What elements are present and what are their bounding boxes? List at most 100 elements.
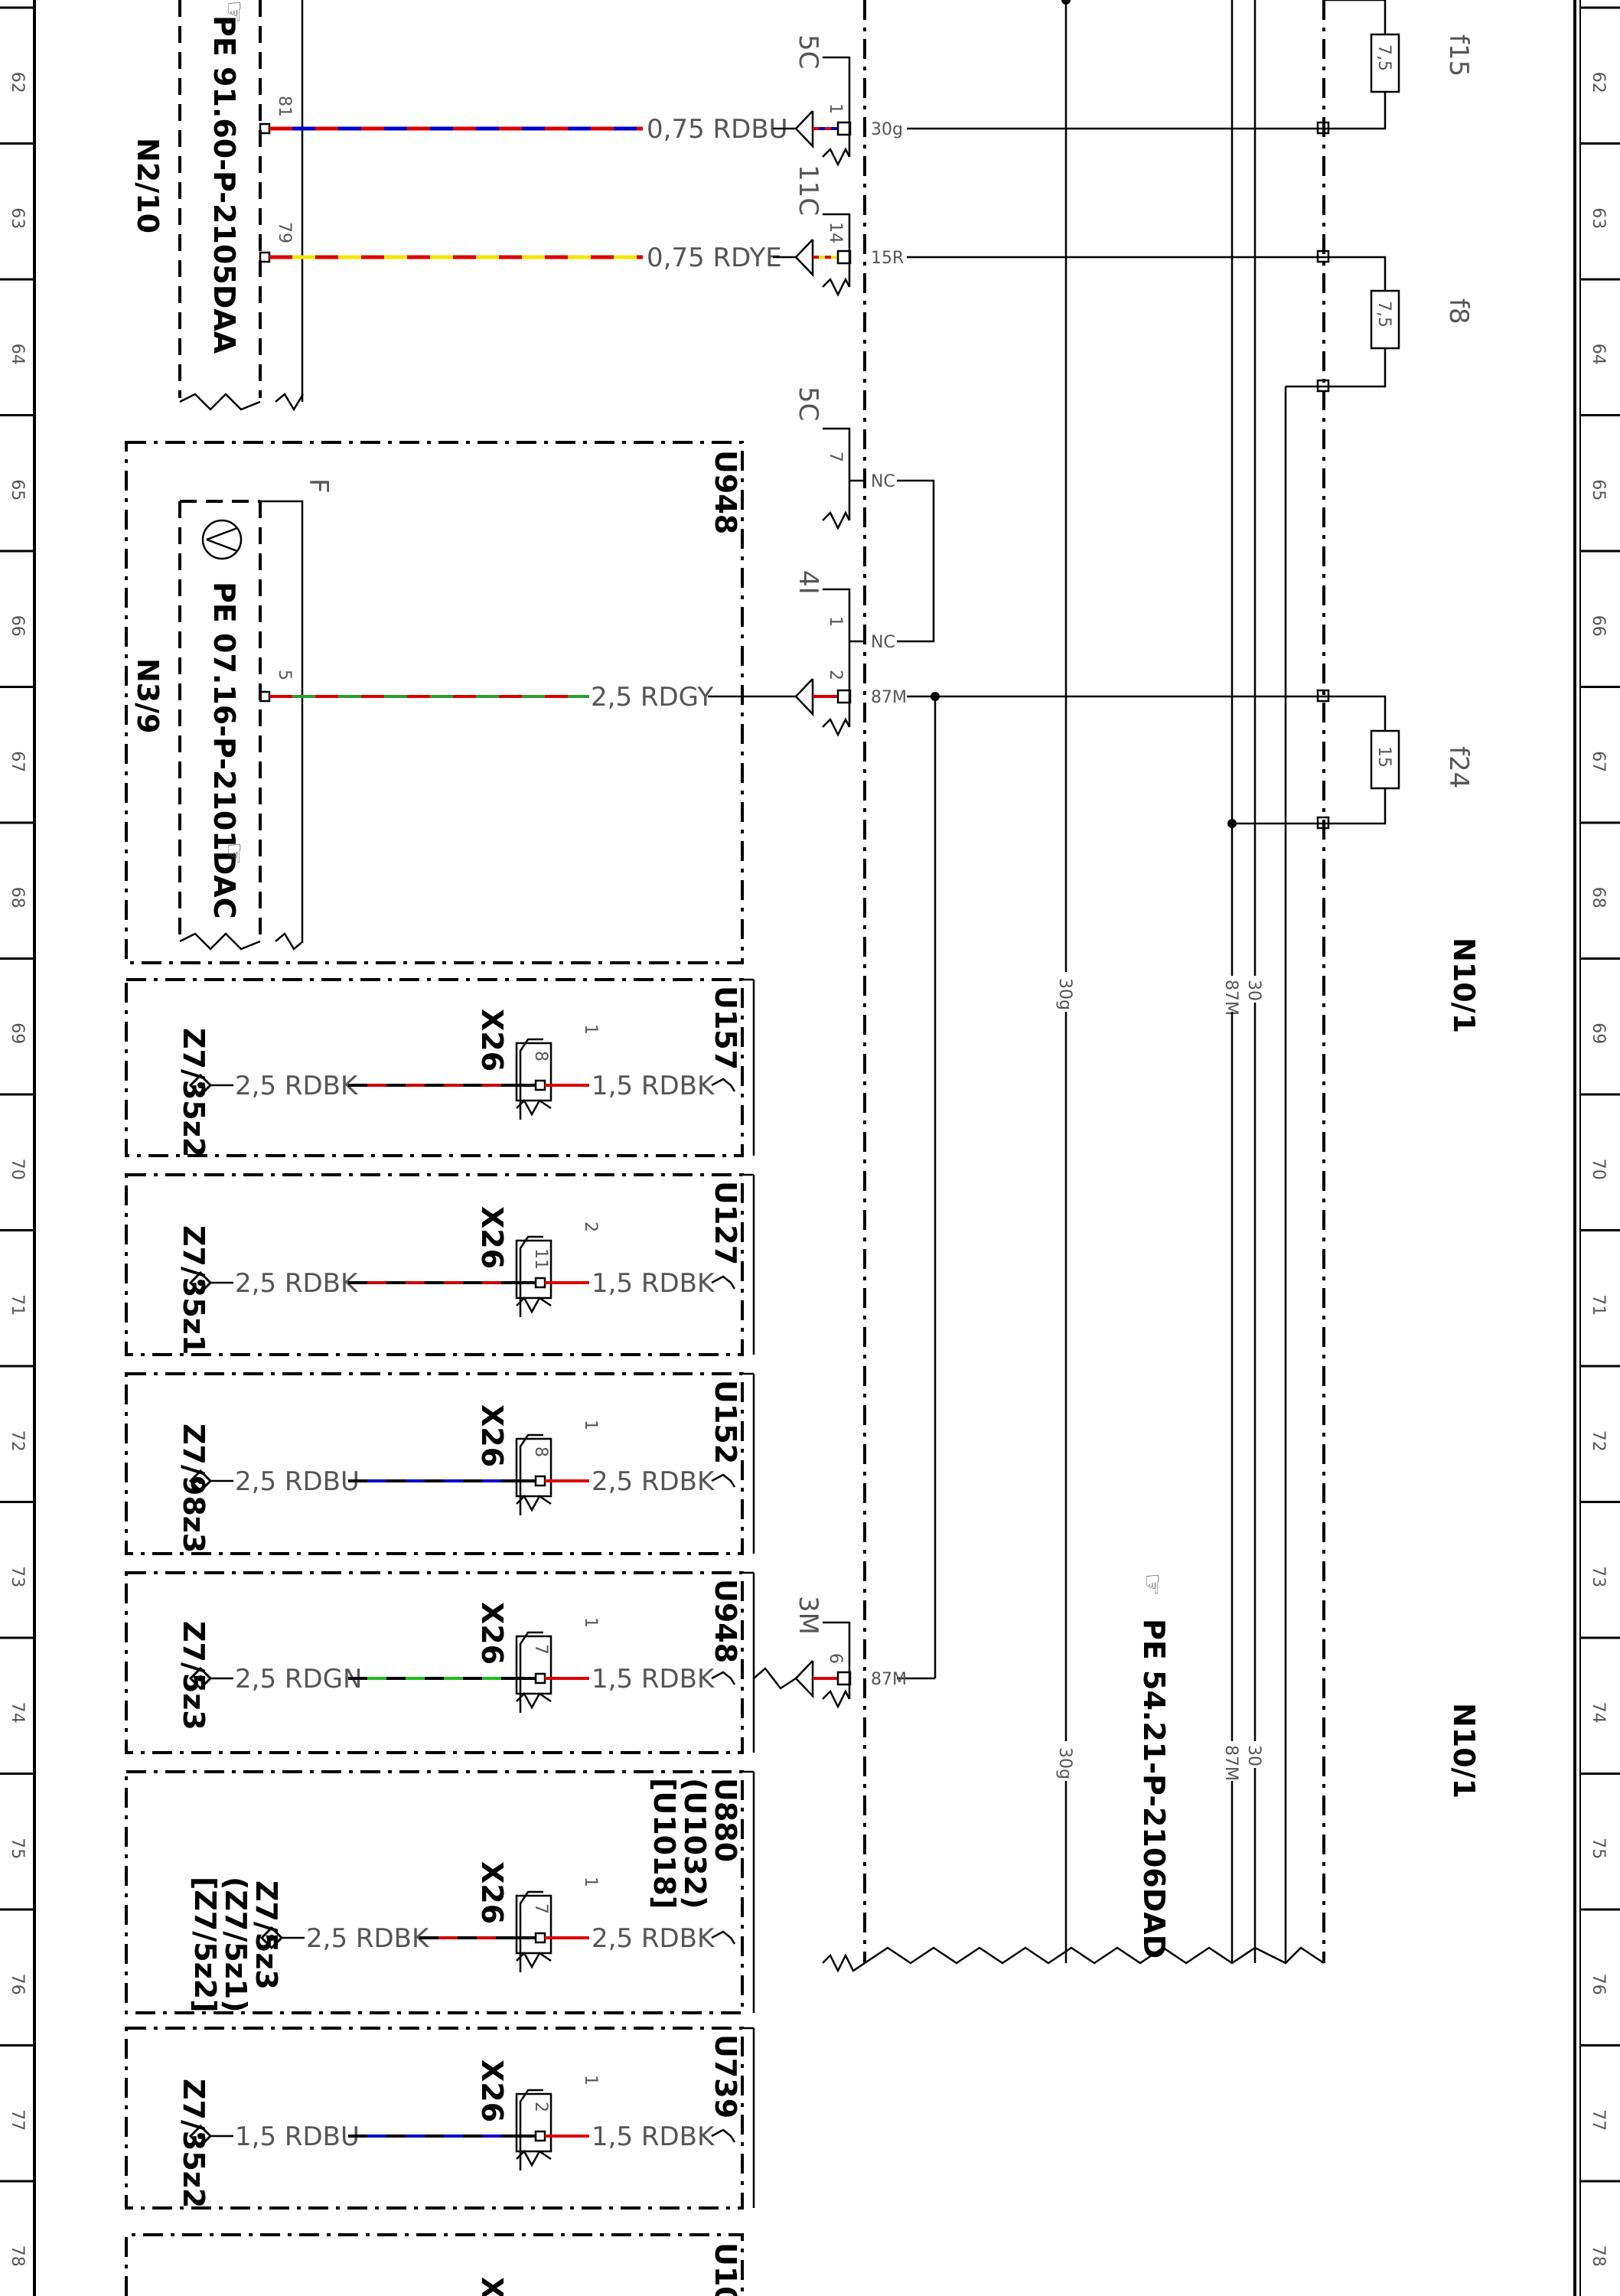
grid-number-left: 64 [8, 344, 27, 365]
cpin-14: 14 [826, 222, 845, 243]
conn-4i: 4I [793, 570, 823, 595]
connector-position: 2 [581, 1221, 600, 1232]
grid-number-right: 68 [1589, 887, 1608, 908]
term-30g: 30g [871, 120, 903, 139]
grid-number-left: 76 [8, 1974, 27, 1995]
grid-number-left: 68 [8, 887, 27, 908]
grid-number-right: 69 [1589, 1022, 1608, 1044]
grid-number-right: 67 [1589, 751, 1608, 772]
block-unit-alt2: [U1018] [647, 1778, 681, 1909]
fuse-f15-name: f15 [1443, 34, 1474, 77]
grid-number-right: 78 [1589, 2245, 1608, 2267]
pin-f-label: F [303, 478, 334, 494]
grid-number-left: 62 [8, 72, 27, 93]
connector-label: X26 [475, 1206, 509, 1269]
module-top-doc: PE 91.60-P-2105DAA [207, 15, 241, 354]
grid-number-right: 72 [1589, 1430, 1608, 1452]
conn-5c-mid: 5C [793, 386, 823, 421]
partial-unit: U102 [709, 2242, 742, 2296]
block-unit: U127 [709, 1181, 742, 1265]
connector-pin: 7 [531, 1644, 550, 1655]
bus-label-30-b: 30 [1244, 1745, 1263, 1766]
grid-number-left: 69 [8, 1022, 27, 1044]
fuse-f8-rating: 7,5 [1374, 301, 1393, 328]
fuse-f24-rating: 15 [1374, 746, 1393, 768]
panel-ref-a: N10/1 [1447, 938, 1481, 1033]
grid-number-right: 77 [1589, 2109, 1608, 2131]
cpin-1: 1 [826, 103, 845, 114]
grid-number-right: 65 [1589, 479, 1608, 501]
module-top-ref: N2/10 [131, 138, 165, 233]
grid-number-left: 70 [8, 1159, 27, 1180]
connector-pin: 7 [531, 1903, 550, 1914]
bus-label-30g-a: 30g [1055, 978, 1074, 1010]
grid-number-right: 76 [1589, 1974, 1608, 1995]
wire-5-label: 2,5 RDGY [591, 682, 713, 713]
wire-81-label: 0,75 RDBU [647, 114, 788, 145]
connector-position: 1 [581, 2075, 600, 2086]
grid-number-right: 71 [1589, 1294, 1608, 1316]
cpin-1b: 1 [826, 616, 845, 627]
connector-3m: 3M 6 87M [753, 1596, 907, 1709]
ground-label: Z7/5z3 [177, 1621, 210, 1730]
grid-number-left: 75 [8, 1838, 27, 1859]
connector-position: 1 [581, 1877, 600, 1887]
wire-out-label: 1,5 RDBK [592, 2122, 715, 2152]
term-nc-1: NC [871, 472, 895, 491]
grid-number-right: 66 [1589, 615, 1608, 637]
ground-label: Z7/5z3 [249, 1880, 283, 1990]
grid-number-left: 73 [8, 1566, 27, 1587]
grid-number-left: 74 [8, 1702, 27, 1724]
grid-number-right: 63 [1589, 207, 1608, 229]
term-nc-2: NC [871, 633, 895, 652]
cpin-7: 7 [826, 452, 845, 462]
wire-79-label: 0,75 RDYE [647, 243, 782, 273]
fuse-f24-name: f24 [1443, 746, 1474, 788]
connector-position: 1 [581, 1617, 600, 1628]
panel-ref-b: N10/1 [1447, 1703, 1481, 1799]
wire-in-label: 2,5 RDGN [235, 1664, 362, 1694]
connector-position: 1 [581, 1420, 600, 1430]
wire-in-label: 1,5 RDBU [235, 2122, 360, 2152]
grid-number-right: 74 [1589, 1702, 1608, 1724]
grid-number-left: 67 [8, 751, 27, 772]
block-unit: U880 [709, 1778, 742, 1862]
conn-3m: 3M [793, 1596, 823, 1635]
pin-5: 5 [275, 670, 294, 680]
partial-conn: X [475, 2277, 509, 2296]
block-unit: U157 [709, 986, 742, 1070]
connector-pin: 8 [531, 1051, 550, 1062]
module-n2-10: PE 91.60-P-2105DAA N2/10 [131, 0, 305, 412]
grid-number-left: 78 [8, 2245, 27, 2267]
pin-79: 79 [275, 222, 294, 243]
bus-label-30-a: 30 [1244, 980, 1263, 1001]
grid-number-left: 71 [8, 1294, 27, 1316]
grid-number-right: 73 [1589, 1566, 1608, 1587]
grid-number-left: 65 [8, 479, 27, 501]
unit-u948-label: U948 [709, 450, 742, 534]
module-mid-ref: N3/9 [131, 658, 165, 734]
fuse-f24: 15 f24 [1324, 695, 1474, 825]
grid-number-right: 75 [1589, 1838, 1608, 1859]
module-n3-9: F U948 PE 07.16-P-2101DAC N3/9 [125, 441, 744, 964]
wire-out-label: 2,5 RDBK [592, 1923, 715, 1954]
junction-marks [1316, 121, 1330, 830]
conn-5c-top: 5C [793, 34, 823, 69]
block-unit: U739 [709, 2034, 742, 2118]
bus-lines: 30g 30g 87M 87M 30 30 [822, 0, 1325, 1973]
block-unit: U152 [709, 1380, 742, 1464]
wire-5-rdgy: 5 2,5 RDGY [259, 670, 1324, 1680]
wire-out-label: 2,5 RDBK [592, 1466, 715, 1497]
connector-label: X26 [475, 2060, 509, 2122]
pointer-icon-top: ☞ [219, 0, 249, 23]
wire-in-label: 2,5 RDBK [306, 1923, 430, 1954]
grid-ticks [0, 6, 1620, 2183]
pin-81: 81 [275, 96, 294, 117]
connector-label: X26 [475, 1861, 509, 1924]
connector-label: X26 [475, 1404, 509, 1467]
